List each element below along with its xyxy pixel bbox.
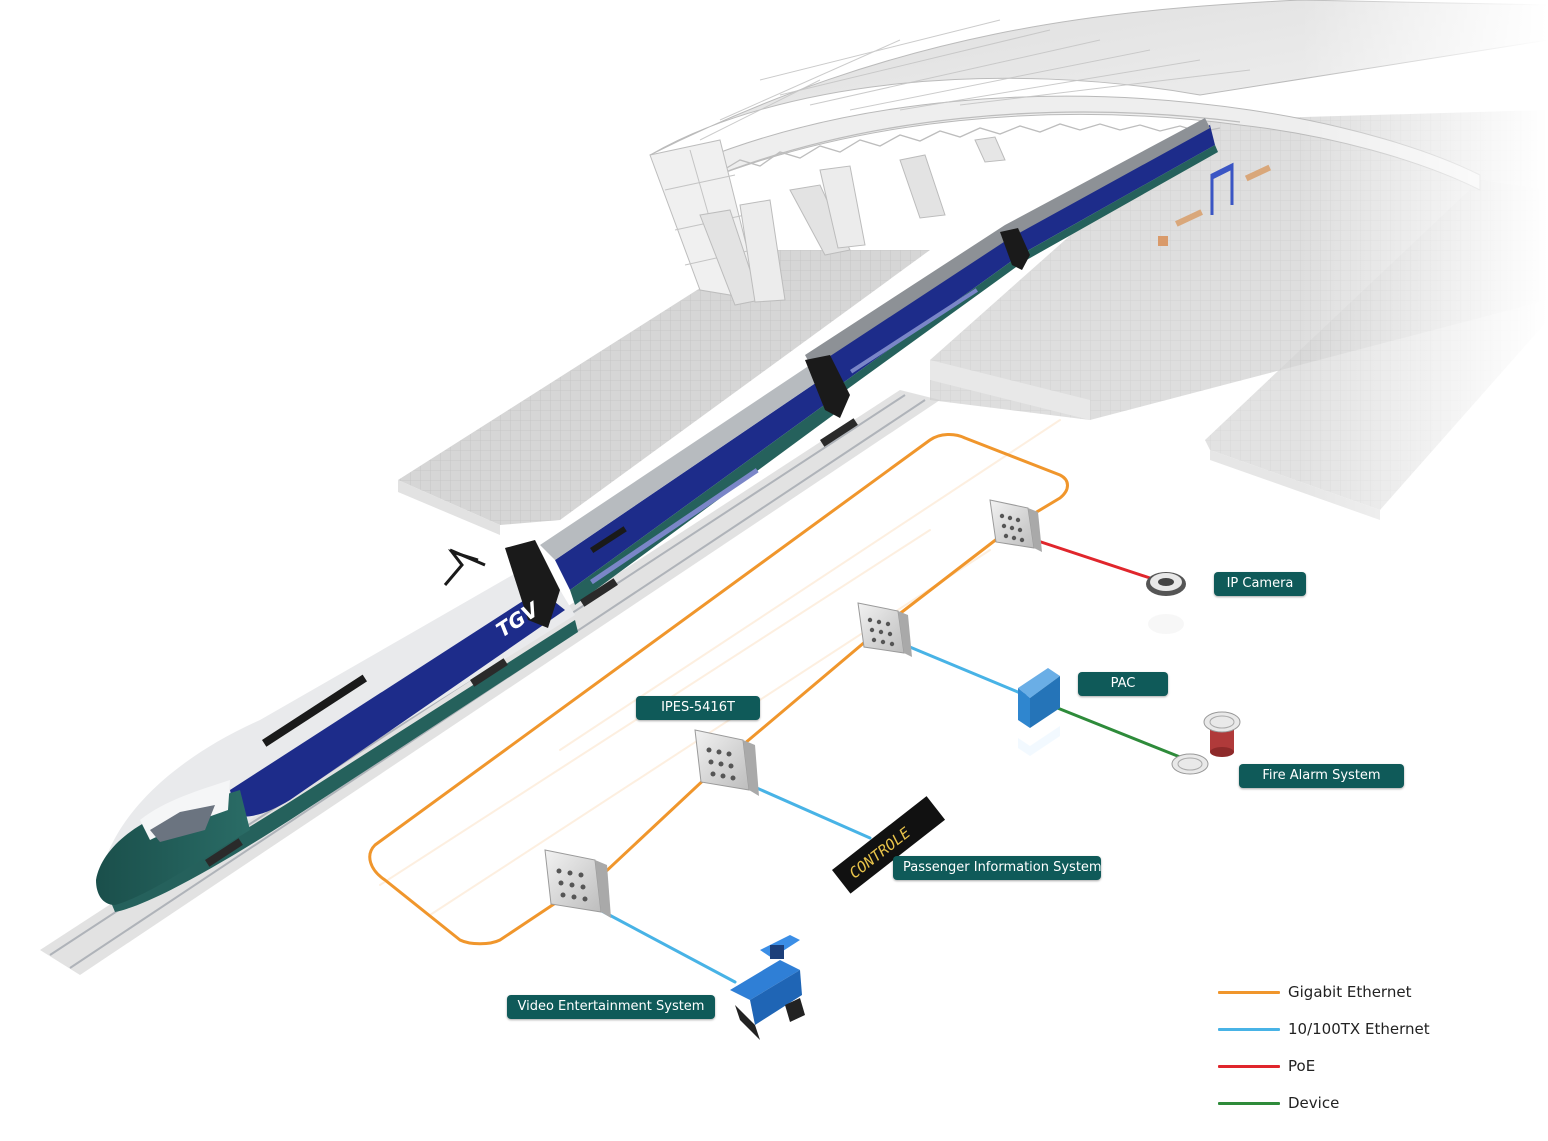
legend-swatch: [1218, 1028, 1280, 1031]
legend-label: PoE: [1288, 1057, 1316, 1075]
switch-icon: [694, 729, 759, 796]
video-entertainment-label: Video Entertainment System: [507, 995, 715, 1019]
entertainment-screen-icon: [730, 935, 805, 1040]
legend-swatch: [1218, 991, 1280, 994]
fast-ethernet-cable-ves: [598, 908, 737, 984]
legend-item-gigabit: Gigabit Ethernet: [1218, 982, 1518, 1002]
switch-icon: [544, 849, 611, 918]
device-cable: [1043, 701, 1182, 759]
station-building: [398, 0, 1548, 1141]
legend-item-fast-ethernet: 10/100TX Ethernet: [1218, 1019, 1518, 1039]
poe-cable: [1033, 538, 1152, 580]
ip-camera-icon: [1146, 572, 1186, 634]
legend-item-device: Device: [1218, 1093, 1518, 1113]
gigabit-ring-cable: [368, 433, 1069, 946]
pac-label: PAC: [1078, 672, 1168, 696]
legend-swatch: [1218, 1065, 1280, 1068]
legend-label: 10/100TX Ethernet: [1288, 1020, 1430, 1038]
passenger-info-label: Passenger Information System: [893, 856, 1102, 880]
legend-swatch: [1218, 1102, 1280, 1105]
legend-label: Device: [1288, 1094, 1340, 1112]
fire-alarm-icon: [1171, 711, 1241, 775]
switch-icon: [857, 602, 912, 657]
fire-alarm-label: Fire Alarm System: [1239, 764, 1404, 788]
pac-controller-icon: [1018, 668, 1060, 756]
fast-ethernet-cable-pis: [748, 783, 872, 840]
switch-icon: [989, 499, 1042, 552]
train: TGV: [96, 118, 1218, 912]
ipes-label: IPES-5416T: [636, 696, 760, 720]
ip-camera-label: IP Camera: [1214, 572, 1306, 596]
legend-item-poe: PoE: [1218, 1056, 1518, 1076]
legend-label: Gigabit Ethernet: [1288, 983, 1412, 1001]
fast-ethernet-cable-pac: [903, 643, 1027, 697]
